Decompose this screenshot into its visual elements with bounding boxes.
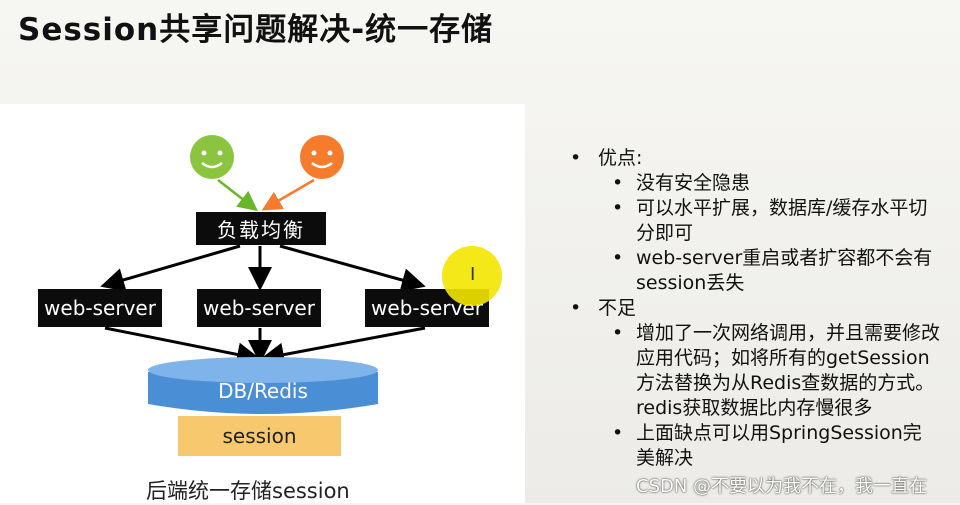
advantage-item: web-server重启或者扩容都不会有session丢失 [560, 246, 940, 296]
user-orange-icon [300, 135, 344, 179]
web-server-3: web-server [365, 289, 489, 327]
arrow-user-left [217, 179, 258, 212]
disadvantage-item: 增加了一次网络调用，并且需要修改应用代码；如将所有的getSession方法替换… [560, 321, 940, 421]
disadvantage-item: 上面缺点可以用SpringSession完美解决 [560, 421, 940, 471]
database-cylinder [148, 357, 378, 414]
advantage-item: 没有安全隐患 [560, 171, 940, 196]
diagram-caption: 后端统一存储session [146, 479, 350, 503]
web-server-1: web-server [38, 289, 162, 327]
database-label: DB/Redis [218, 379, 308, 403]
slide-title: Session共享问题解决-统一存储 [18, 12, 494, 48]
arrow-server-1-db [104, 326, 261, 367]
arrow-server-3-db [260, 326, 426, 367]
cursor-highlight [442, 246, 502, 306]
text-cursor-icon: I [470, 264, 476, 285]
watermark: CSDN @不要以为我不在，我一直在 [636, 476, 928, 497]
arrow-user-right [261, 178, 315, 211]
arrow-lb-server-3 [279, 244, 426, 292]
web-server-2: web-server [197, 289, 321, 327]
notes-list: 优点: 没有安全隐患 可以水平扩展，数据库/缓存水平切分即可 web-serve… [560, 146, 940, 471]
arrow-lb-server-1 [100, 244, 241, 292]
load-balancer-box: 负载均衡 [196, 212, 326, 245]
session-box: session [178, 416, 341, 456]
disadvantages-heading: 不足 [560, 296, 940, 321]
user-green-icon [190, 135, 234, 179]
advantages-heading: 优点: [560, 146, 940, 171]
diagram-arrows [100, 135, 426, 414]
advantage-item: 可以水平扩展，数据库/缓存水平切分即可 [560, 196, 940, 246]
